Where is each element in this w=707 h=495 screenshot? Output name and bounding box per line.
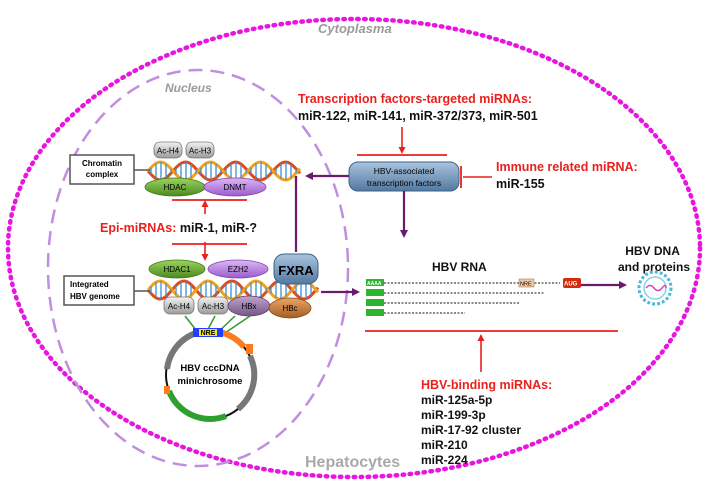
ac-h3-protein-top: Ac-H3 bbox=[185, 141, 215, 159]
svg-text:Ac-H3: Ac-H3 bbox=[189, 147, 212, 156]
epi-mirnas-label: Epi-miRNAs: miR-1, miR-? bbox=[100, 221, 257, 235]
svg-text:HBV cccDNA: HBV cccDNA bbox=[180, 363, 239, 374]
hdac-protein: HDAC bbox=[144, 177, 206, 197]
dnmt-protein: DNMT bbox=[203, 177, 267, 197]
svg-text:NRE: NRE bbox=[201, 330, 216, 337]
hepatocytes-label: Hepatocytes bbox=[305, 454, 400, 471]
hbc-protein: HBc bbox=[268, 297, 312, 319]
immune-mirna-list: miR-155 bbox=[496, 177, 545, 191]
ac-h4-protein-bottom: Ac-H4 bbox=[163, 296, 195, 315]
cell-membrane bbox=[5, 16, 703, 480]
cytoplasma-label: Cytoplasma bbox=[318, 21, 392, 36]
rna-transcript-2 bbox=[366, 289, 545, 296]
ezh2-protein: EZH2 bbox=[207, 259, 269, 279]
svg-text:HBx: HBx bbox=[241, 302, 256, 311]
ac-h4-protein-top: Ac-H4 bbox=[153, 141, 183, 159]
hdac1-protein: HDAC1 bbox=[148, 259, 206, 279]
hbv-rna-transcripts: AAAA NRE AUG bbox=[366, 278, 581, 316]
nucleus-membrane bbox=[46, 68, 350, 468]
chromatin-dna bbox=[146, 160, 302, 182]
svg-text:FXRA: FXRA bbox=[278, 263, 314, 278]
tf-mirnas-title: Transcription factors-targeted miRNAs: bbox=[298, 92, 532, 106]
chromatin-complex-box: Chromatin complex bbox=[69, 154, 150, 185]
svg-text:complex: complex bbox=[86, 170, 119, 179]
hbv-rna-label: HBV RNA bbox=[432, 260, 487, 274]
svg-text:Ac-H4: Ac-H4 bbox=[168, 302, 191, 311]
hbv-binding-title: HBV-binding miRNAs: bbox=[421, 378, 552, 392]
svg-text:HBc: HBc bbox=[282, 304, 297, 313]
hbv-binding-item-5: miR-224 bbox=[421, 453, 468, 467]
epi-mirna-inhibition bbox=[172, 199, 247, 261]
svg-text:DNMT: DNMT bbox=[223, 183, 246, 192]
svg-text:AUG: AUG bbox=[564, 282, 578, 288]
svg-text:AAAA: AAAA bbox=[367, 281, 382, 287]
hbv-transcription-factors: HBV-associated transcription factors bbox=[348, 161, 460, 192]
svg-text:HDAC: HDAC bbox=[164, 183, 187, 192]
hbv-binding-item-2: miR-199-3p bbox=[421, 408, 486, 422]
hbv-dna-proteins-label: HBV DNA and proteins bbox=[618, 244, 690, 274]
svg-text:NRE: NRE bbox=[520, 282, 532, 288]
rna-transcript-4 bbox=[366, 309, 465, 316]
nucleus-label: Nucleus bbox=[165, 81, 212, 95]
svg-text:Ac-H4: Ac-H4 bbox=[157, 147, 180, 156]
hbv-binding-item-1: miR-125a-5p bbox=[421, 393, 492, 407]
svg-text:HDAC1: HDAC1 bbox=[163, 265, 191, 274]
tf-inhibition bbox=[357, 127, 447, 156]
svg-text:HBV-associated: HBV-associated bbox=[374, 166, 435, 176]
hbv-virion-icon bbox=[637, 270, 673, 306]
hbx-protein: HBx bbox=[227, 295, 271, 317]
ac-h3-protein-bottom: Ac-H3 bbox=[197, 296, 229, 315]
svg-text:HBV genome: HBV genome bbox=[70, 292, 120, 301]
purple-arrows bbox=[294, 172, 627, 296]
svg-text:Ac-H3: Ac-H3 bbox=[202, 302, 225, 311]
immune-mirna-title: Immune related miRNA: bbox=[496, 160, 638, 174]
fxra-protein: FXRA bbox=[273, 253, 319, 285]
hbv-binding-item-4: miR-210 bbox=[421, 438, 468, 452]
binding-inhibition bbox=[365, 330, 618, 372]
svg-text:minichrosome: minichrosome bbox=[178, 376, 243, 387]
immune-inhibition bbox=[460, 166, 492, 188]
svg-text:Chromatin: Chromatin bbox=[82, 159, 122, 168]
svg-text:transcription factors: transcription factors bbox=[367, 178, 441, 188]
cccdna-minichromosome: NRE HBV cccDNA minichrosome bbox=[164, 328, 258, 423]
rna-transcript-1: AAAA NRE AUG bbox=[366, 278, 581, 288]
tf-mirnas-list: miR-122, miR-141, miR-372/373, miR-501 bbox=[298, 109, 538, 123]
svg-text:Integrated: Integrated bbox=[70, 280, 109, 289]
rna-transcript-3 bbox=[366, 299, 520, 306]
integrated-hbv-genome-box: Integrated HBV genome bbox=[63, 275, 150, 306]
svg-text:EZH2: EZH2 bbox=[228, 265, 249, 274]
hbv-binding-item-3: miR-17-92 cluster bbox=[421, 423, 521, 437]
